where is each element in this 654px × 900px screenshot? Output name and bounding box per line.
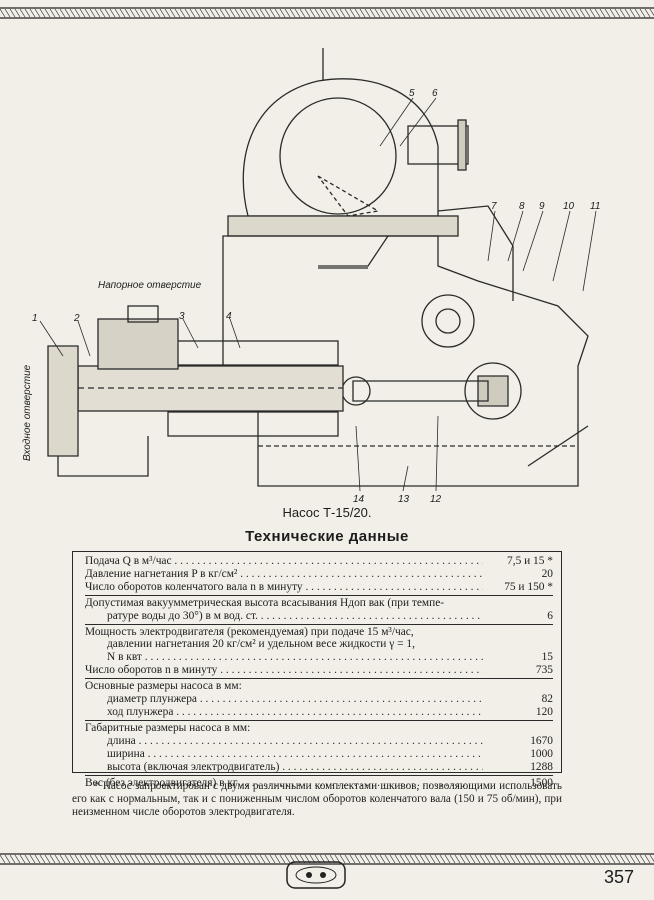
pump-section-svg: 1 2 3 4 5 6 7 8 9 10 11 12 13 14 Напорно… [22, 48, 600, 505]
divider [85, 594, 553, 596]
footnote: * Насос запроектирован с двумя различным… [72, 780, 562, 818]
spec-title: Технические данные [245, 528, 409, 545]
spec-row: диаметр плунжера82 [85, 693, 553, 706]
spec-row: ратуре воды до 30°) в м вод. ст.6 [85, 610, 553, 623]
inlet-label: Входное отверстие [22, 364, 33, 461]
divider [85, 623, 553, 625]
callout-9: 9 [539, 201, 545, 212]
spec-row: Габаритные размеры насоса в мм: [85, 721, 251, 734]
callout-1: 1 [32, 313, 38, 324]
spec-row: Вес (без электродвигателя) в кг1500 [85, 777, 553, 790]
discharge-label: Напорное отверстие [98, 280, 202, 291]
callout-12: 12 [430, 494, 442, 505]
upper-frame [227, 215, 459, 237]
pump-drawing: 1 2 3 4 5 6 7 8 9 10 11 12 13 14 Напорно… [18, 36, 618, 516]
motor-housing [242, 78, 439, 217]
callout-7: 7 [491, 201, 497, 212]
callout-4: 4 [226, 311, 232, 322]
divider [85, 719, 553, 721]
coupling-flange [407, 125, 469, 165]
callout-8: 8 [519, 201, 525, 212]
spec-row: давлении нагнетания 20 кг/см² и удельном… [107, 638, 415, 651]
spec-row: Основные размеры насоса в мм: [85, 680, 242, 693]
motor-pulley [279, 97, 397, 215]
callout-3: 3 [179, 311, 185, 322]
spec-row: длина1670 [85, 735, 553, 748]
publisher-emblem-icon [286, 861, 346, 889]
callout-13: 13 [398, 494, 410, 505]
crank-wheel [421, 294, 475, 348]
callout-10: 10 [563, 201, 575, 212]
page-number: 357 [604, 867, 635, 887]
connecting-rod [352, 380, 489, 402]
spec-row: Давление нагнетания P в кг/см²20 [85, 568, 553, 581]
callout-6: 6 [432, 88, 438, 99]
spec-row: Число оборотов n в минуту735 [85, 664, 553, 677]
crankshaft [464, 362, 522, 420]
figure-caption: Насос Т-15/20. [282, 505, 372, 520]
spec-table: Подача Q в м³/час7,5 и 15 * Давление наг… [72, 551, 562, 789]
bottom-border-ornament [0, 853, 654, 865]
spec-row: ход плунжера120 [85, 706, 553, 719]
spec-row: Мощность электродвигателя (рекомендуемая… [85, 625, 414, 638]
inlet-flange [47, 345, 79, 457]
divider [85, 678, 553, 680]
pump-body [222, 235, 589, 487]
valve-box [97, 318, 179, 370]
spec-row: N в квт15 [85, 651, 553, 664]
divider [85, 774, 553, 776]
callout-5: 5 [409, 88, 415, 99]
spec-row: высота (включая электродвигатель)1288 [85, 761, 553, 774]
callout-2: 2 [73, 313, 80, 324]
top-border-ornament [0, 7, 654, 19]
spec-row: ширина1000 [85, 748, 553, 761]
spec-row: Число оборотов коленчатого вала n в мину… [85, 581, 553, 594]
callout-11: 11 [590, 201, 600, 212]
spec-row: Допустимая вакуумметрическая высота всас… [85, 596, 445, 609]
spec-row: Подача Q в м³/час7,5 и 15 * [85, 555, 553, 568]
callout-14: 14 [353, 494, 365, 505]
